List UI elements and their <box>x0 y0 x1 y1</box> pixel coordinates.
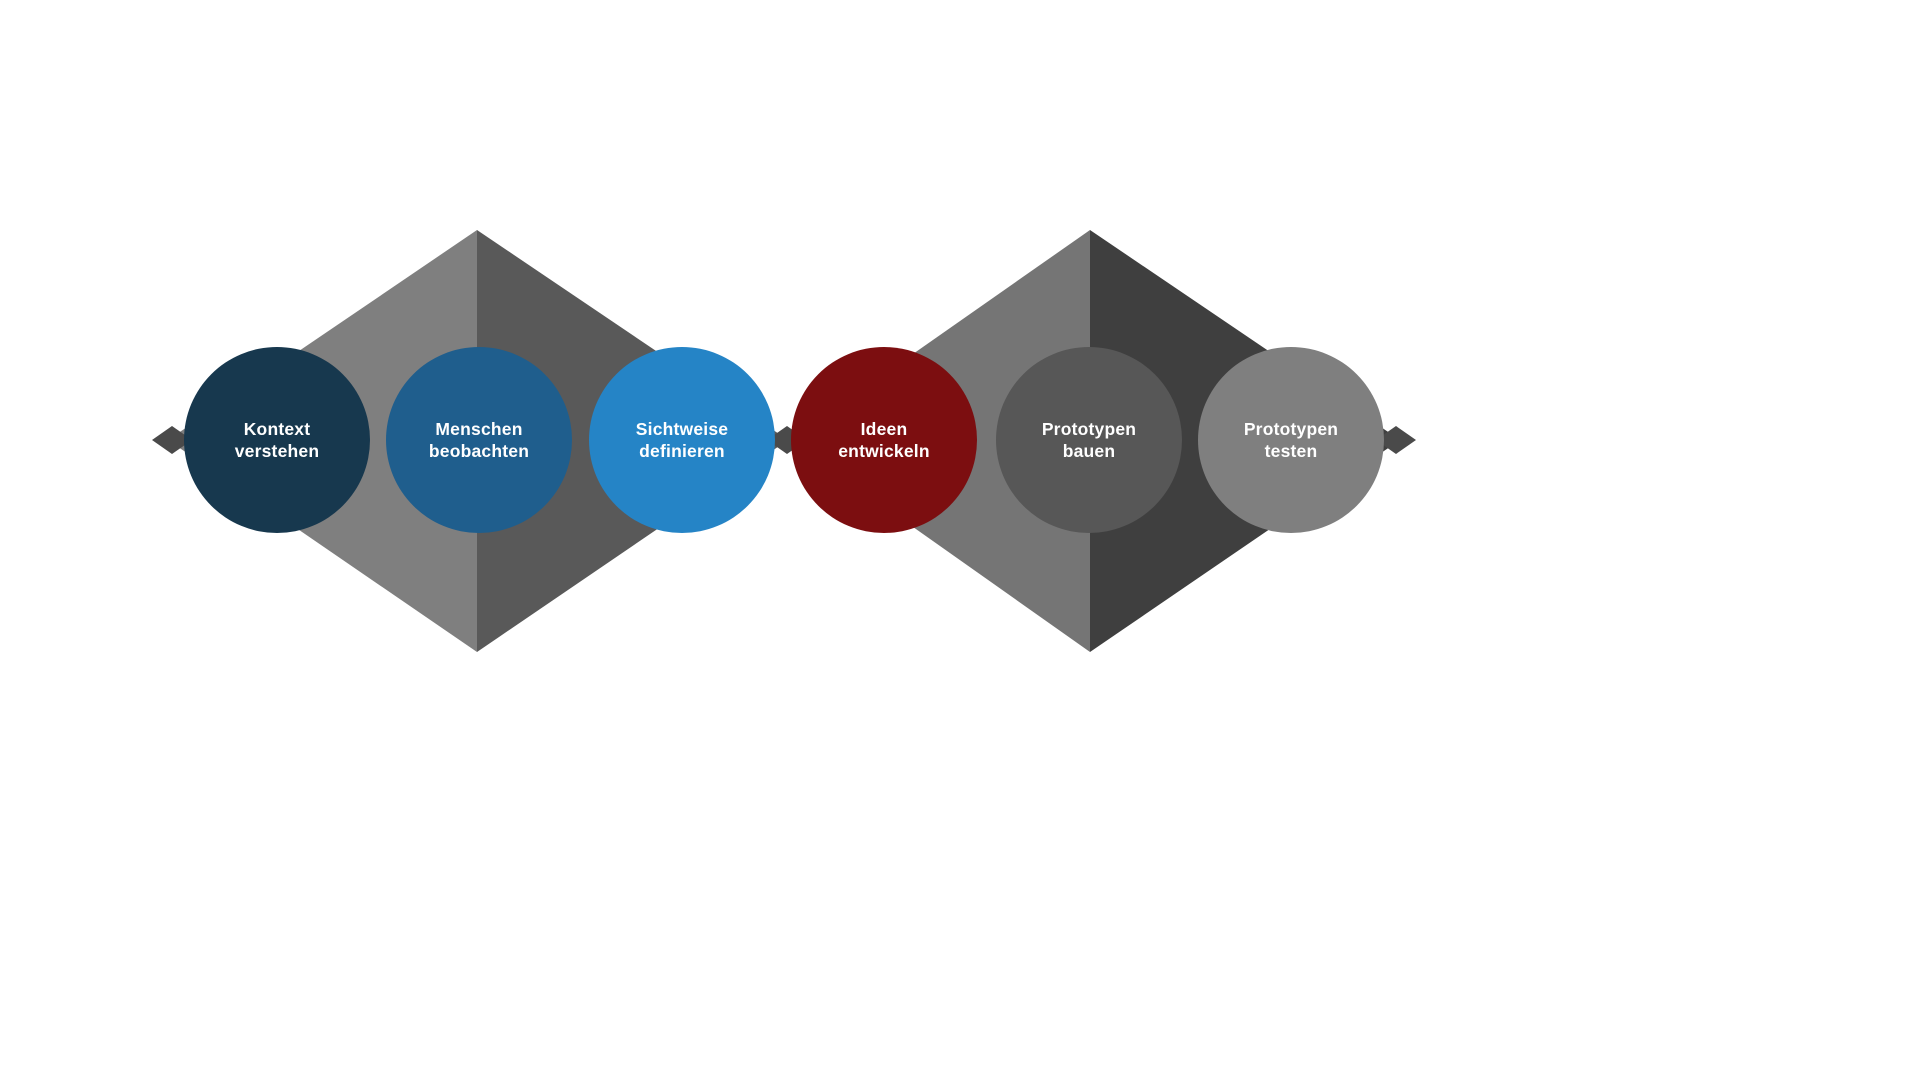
stage-circle-sichtweise-definieren: Sichtweise definieren <box>589 347 775 533</box>
stage-label-line2: definieren <box>639 441 725 461</box>
stage-circle-prototypen-bauen: Prototypen bauen <box>996 347 1182 533</box>
stage-label-line1: Prototypen <box>1243 419 1339 439</box>
stage-label-line1: Kontext <box>243 419 311 439</box>
stage-label: Menschen beobachten <box>429 418 529 462</box>
stage-label: Ideen entwickeln <box>838 418 929 462</box>
stage-label: Sichtweise definieren <box>636 418 728 462</box>
stage-label-line2: entwickeln <box>838 441 930 461</box>
stage-label: Prototypen bauen <box>1042 418 1136 462</box>
stage-label-line1: Ideen <box>860 419 908 439</box>
stage-label: Prototypen testen <box>1244 418 1338 462</box>
connector-diamond-right <box>1376 426 1416 454</box>
stage-label-line1: Menschen <box>435 419 523 439</box>
stage-label-line2: verstehen <box>234 441 320 461</box>
stage-label-line1: Sichtweise <box>635 419 729 439</box>
stage-label-line2: beobachten <box>428 441 530 461</box>
stage-circle-kontext-verstehen: Kontext verstehen <box>184 347 370 533</box>
stage-circle-menschen-beobachten: Menschen beobachten <box>386 347 572 533</box>
stage-label-line2: testen <box>1264 441 1318 461</box>
stage-circle-prototypen-testen: Prototypen testen <box>1198 347 1384 533</box>
stage-label-line1: Prototypen <box>1041 419 1137 439</box>
stage-label-line2: bauen <box>1062 441 1116 461</box>
stage-label: Kontext verstehen <box>235 418 319 462</box>
connector-diamond-left <box>152 426 192 454</box>
stage-circle-ideen-entwickeln: Ideen entwickeln <box>791 347 977 533</box>
